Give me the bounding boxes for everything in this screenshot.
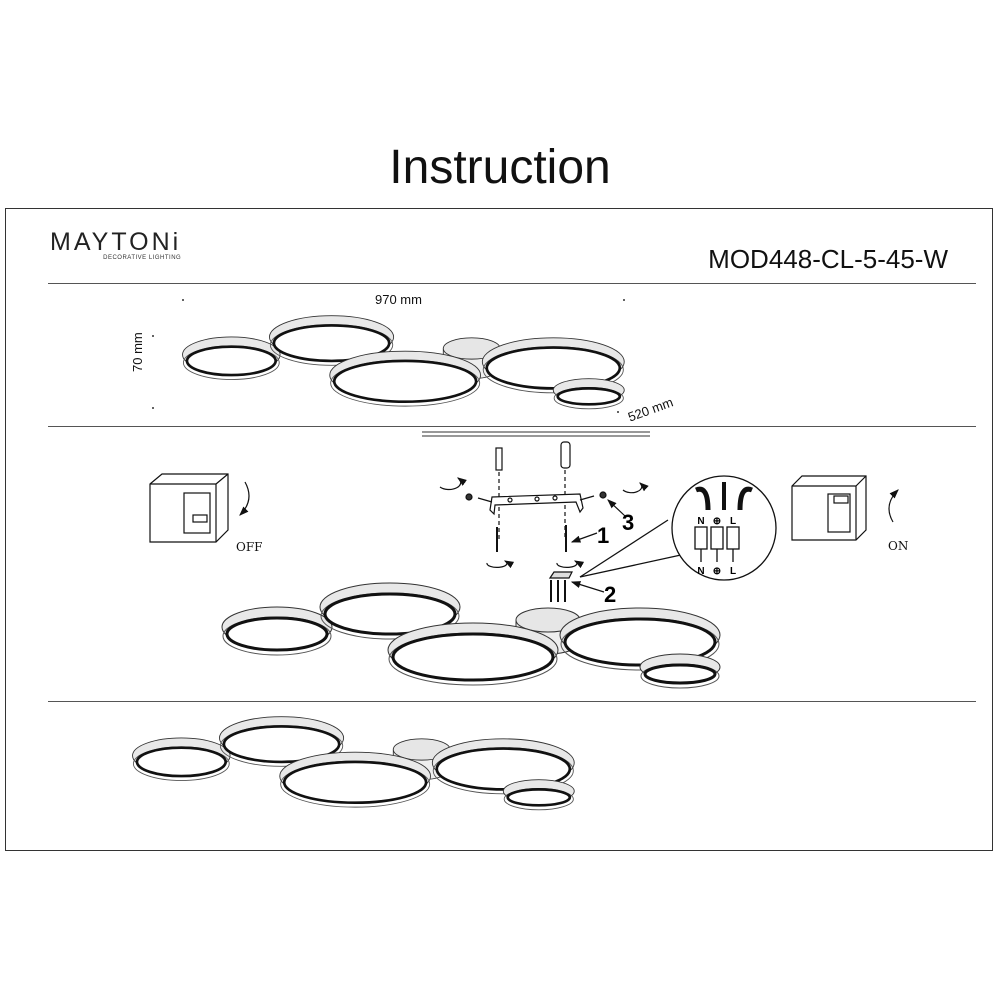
model-number: MOD448-CL-5-45-W [708, 244, 948, 274]
switch-on-label: ON [888, 539, 909, 553]
lamp-dimension-view [181, 314, 626, 411]
step-1-label: 1 [597, 523, 609, 548]
dimension-dots [152, 299, 625, 413]
instruction-frame [5, 208, 993, 851]
mounting-bracket [439, 441, 649, 602]
lamp-installation-view [220, 581, 722, 690]
switch-on-icon [791, 475, 899, 541]
terminal-bottom-live: L [730, 566, 736, 577]
terminal-top-neutral: N [697, 516, 704, 527]
terminal-bottom-earth: ⊕ [713, 566, 721, 577]
maytoni-logo: MAYTONi DECORATIVE LIGHTING [50, 228, 181, 261]
width-dimension: 970 mm [375, 292, 422, 307]
height-dimension: 70 mm [130, 332, 145, 372]
ceiling-line [422, 431, 650, 437]
wiring-callout [579, 475, 777, 581]
page-title: Instruction [389, 141, 611, 194]
logo-tagline: DECORATIVE LIGHTING [103, 255, 182, 261]
divider [48, 426, 976, 427]
terminal-labels: N ⊕ L N ⊕ L [697, 516, 736, 577]
step-2-label: 2 [604, 582, 616, 607]
switch-off-label: OFF [236, 540, 263, 554]
step-3-label: 3 [622, 510, 634, 535]
terminal-bottom-neutral: N [697, 566, 704, 577]
lamp-final-view [131, 715, 576, 812]
switch-off-icon [149, 473, 250, 543]
logo-brand: MAYTONi [50, 228, 182, 256]
divider [48, 283, 976, 284]
terminal-top-live: L [730, 516, 736, 527]
divider [48, 701, 976, 702]
terminal-top-earth: ⊕ [713, 516, 721, 527]
